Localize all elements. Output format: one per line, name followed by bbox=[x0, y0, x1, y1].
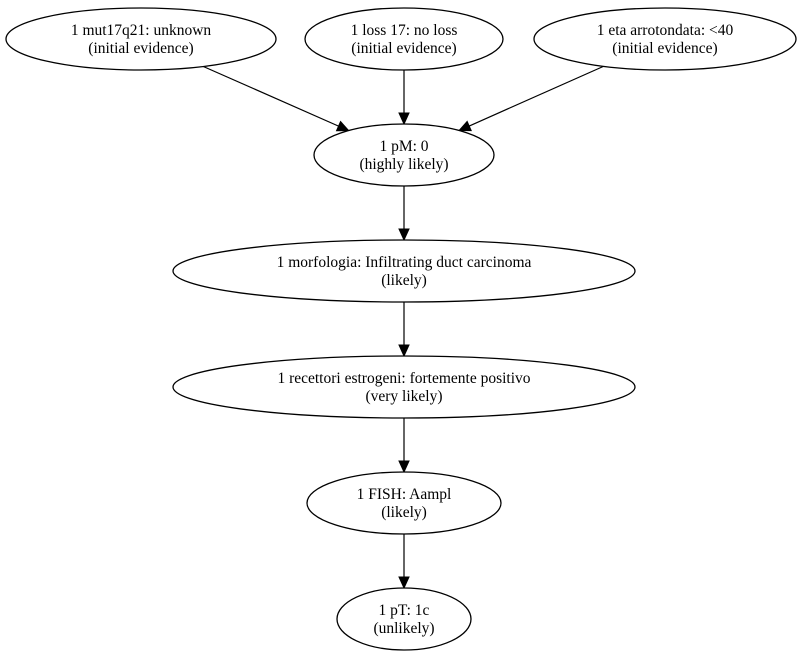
edge-pm-to-morfologia bbox=[398, 186, 410, 242]
node-ellipse bbox=[306, 471, 502, 535]
node-label: 1 eta arrotondata: <40 bbox=[597, 22, 734, 39]
node-status: (highly likely) bbox=[359, 156, 448, 173]
node-status: (initial evidence) bbox=[612, 40, 717, 57]
node-ellipse bbox=[304, 7, 504, 71]
node-ellipse bbox=[172, 239, 636, 303]
node-ellipse bbox=[5, 7, 277, 71]
arrowhead-icon bbox=[398, 228, 410, 242]
node-status: (initial evidence) bbox=[88, 40, 193, 57]
node-status: (very likely) bbox=[365, 388, 442, 405]
arrowhead-icon bbox=[398, 576, 410, 590]
edge-mut17q21-to-pm bbox=[203, 65, 350, 132]
node-mut17q21[interactable]: 1 mut17q21: unknown(initial evidence) bbox=[5, 7, 277, 71]
nodes-layer: 1 mut17q21: unknown(initial evidence)1 l… bbox=[5, 7, 797, 651]
node-status: (unlikely) bbox=[373, 620, 434, 637]
edge-fish-to-pt bbox=[398, 534, 410, 590]
node-label: 1 FISH: Aampl bbox=[357, 486, 452, 503]
node-status: (initial evidence) bbox=[351, 40, 456, 57]
arrowhead-icon bbox=[398, 460, 410, 474]
node-status: (likely) bbox=[381, 504, 427, 521]
edge-line bbox=[468, 65, 604, 127]
node-morfologia[interactable]: 1 morfologia: Infiltrating duct carcinom… bbox=[172, 239, 636, 303]
node-ellipse bbox=[313, 123, 495, 187]
node-label: 1 pT: 1c bbox=[379, 602, 430, 619]
edge-loss17-to-pm bbox=[398, 70, 410, 126]
edges-layer bbox=[203, 65, 604, 590]
node-loss17[interactable]: 1 loss 17: no loss(initial evidence) bbox=[304, 7, 504, 71]
arrowhead-icon bbox=[398, 344, 410, 358]
node-label: 1 mut17q21: unknown bbox=[71, 22, 212, 39]
edge-eta-to-pm bbox=[458, 65, 604, 132]
arrowhead-icon bbox=[458, 120, 472, 132]
node-eta[interactable]: 1 eta arrotondata: <40(initial evidence) bbox=[533, 7, 797, 71]
node-ellipse bbox=[336, 587, 472, 651]
arrowhead-icon bbox=[398, 112, 410, 126]
node-status: (likely) bbox=[381, 272, 427, 289]
node-label: 1 pM: 0 bbox=[379, 138, 428, 155]
edge-recettori-to-fish bbox=[398, 418, 410, 474]
edge-line bbox=[203, 65, 339, 127]
node-ellipse bbox=[172, 355, 636, 419]
edge-morfologia-to-recettori bbox=[398, 302, 410, 358]
node-label: 1 loss 17: no loss bbox=[351, 22, 458, 39]
node-pm[interactable]: 1 pM: 0(highly likely) bbox=[313, 123, 495, 187]
node-recettori[interactable]: 1 recettori estrogeni: fortemente positi… bbox=[172, 355, 636, 419]
arrowhead-icon bbox=[335, 120, 350, 132]
node-label: 1 morfologia: Infiltrating duct carcinom… bbox=[277, 254, 532, 271]
node-fish[interactable]: 1 FISH: Aampl(likely) bbox=[306, 471, 502, 535]
node-pt[interactable]: 1 pT: 1c(unlikely) bbox=[336, 587, 472, 651]
node-label: 1 recettori estrogeni: fortemente positi… bbox=[277, 370, 530, 387]
node-ellipse bbox=[533, 7, 797, 71]
